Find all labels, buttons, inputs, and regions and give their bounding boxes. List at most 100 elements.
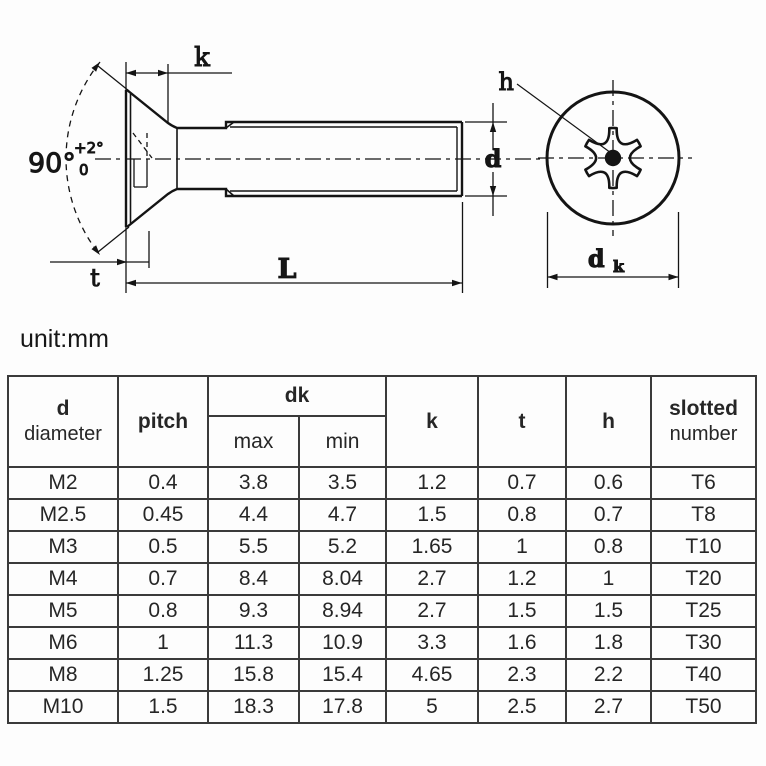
row-label: M2.5 — [7, 498, 119, 532]
table-cell: 1 — [565, 562, 653, 596]
table-cell: 1.5 — [117, 690, 209, 724]
table-cell: 3.3 — [385, 626, 480, 660]
screw-shank — [230, 122, 464, 196]
row-label: M6 — [7, 626, 119, 660]
dim-L — [126, 202, 464, 293]
table-cell: 1 — [117, 626, 209, 660]
table-cell: 2.3 — [477, 658, 568, 692]
table-cell: 9.3 — [207, 594, 300, 628]
header-k: k — [385, 375, 480, 468]
table-cell: 2.7 — [385, 562, 480, 596]
table-cell: 15.4 — [297, 658, 388, 692]
dimension-table: d diameter pitch dk k t h slotted number… — [7, 375, 758, 724]
table-cell: 8.94 — [297, 594, 388, 628]
table-cell: T40 — [650, 658, 758, 692]
unit-label: unit:mm — [20, 325, 109, 353]
table-row: M6 1 11.3 10.9 3.3 1.6 1.8 T30 — [7, 626, 758, 660]
table-cell: 4.65 — [385, 658, 480, 692]
table-cell: T30 — [650, 626, 758, 660]
label-dk-main: d — [588, 244, 605, 273]
crosshair — [538, 80, 692, 236]
angle-annotation — [65, 61, 130, 256]
header-row-2: max min — [8, 415, 756, 468]
table-cell: 2.7 — [565, 690, 653, 724]
table-cell: 0.7 — [565, 498, 653, 532]
dim-k — [125, 62, 232, 123]
table-cell: 5.5 — [207, 530, 300, 564]
dim-dk — [546, 212, 680, 288]
header-d-line1: d — [56, 396, 70, 420]
header-row-1: d diameter pitch dk k t h slotted number — [7, 375, 758, 468]
table-cell: T20 — [650, 562, 758, 596]
header-dk: dk — [206, 375, 388, 417]
table-cell: T6 — [650, 466, 758, 500]
row-label: M5 — [7, 594, 119, 628]
table-cell: 8.04 — [297, 562, 388, 596]
table-cell: 5.2 — [297, 530, 388, 564]
table-cell: 3.5 — [297, 466, 388, 500]
table-cell: 0.7 — [477, 466, 568, 500]
table-cell: 10.9 — [297, 626, 388, 660]
table-cell: 2.7 — [385, 594, 480, 628]
row-label: M3 — [7, 530, 119, 564]
table-cell: 18.3 — [207, 690, 300, 724]
label-dk: d k — [588, 244, 625, 276]
row-label: M4 — [7, 562, 119, 596]
technical-drawing: k d t — [28, 43, 692, 293]
header-dk-max: max — [207, 415, 300, 468]
screw-head-outline — [124, 89, 462, 228]
top-view: h d k — [498, 68, 692, 288]
table-cell: T50 — [650, 690, 758, 724]
table-cell: 0.6 — [565, 466, 653, 500]
table-cell: 1.65 — [385, 530, 480, 564]
table-cell: 1.5 — [385, 498, 480, 532]
table-cell: 3.8 — [207, 466, 300, 500]
label-h: h — [499, 68, 514, 96]
header-d-diameter: d diameter — [7, 375, 119, 468]
table-cell: 1.8 — [565, 626, 653, 660]
label-angle-tolerance-plus: +2° — [74, 139, 104, 157]
row-label: M10 — [7, 690, 119, 724]
table-cell: 1.5 — [565, 594, 653, 628]
table-row: M3 0.5 5.5 5.2 1.65 1 0.8 T10 — [7, 530, 758, 564]
table-cell: 1 — [477, 530, 568, 564]
h-leader-line — [516, 83, 612, 154]
table-cell: 11.3 — [207, 626, 300, 660]
table-cell: 5 — [385, 690, 480, 724]
table-cell: 0.7 — [117, 562, 209, 596]
header-slotted-line1: slotted — [669, 396, 738, 420]
table-cell: 0.4 — [117, 466, 209, 500]
side-view: k d t — [28, 43, 540, 293]
label-k: k — [194, 43, 210, 73]
table-row: M4 0.7 8.4 8.04 2.7 1.2 1 T20 — [7, 562, 758, 596]
table-cell: 0.8 — [117, 594, 209, 628]
row-label: M2 — [7, 466, 119, 500]
table-cell: 1.5 — [477, 594, 568, 628]
table-cell: 17.8 — [297, 690, 388, 724]
label-L: L — [278, 254, 297, 285]
table-row: M8 1.25 15.8 15.4 4.65 2.3 2.2 T40 — [7, 658, 758, 692]
header-slotted-number: slotted number — [650, 375, 758, 468]
table-cell: 1.2 — [385, 466, 480, 500]
table-cell: 1.25 — [117, 658, 209, 692]
dim-d — [465, 103, 507, 216]
table-cell: 0.45 — [117, 498, 209, 532]
table-cell: 15.8 — [207, 658, 300, 692]
table-cell: T25 — [650, 594, 758, 628]
label-t: t — [90, 264, 100, 292]
table-row: M2.5 0.45 4.4 4.7 1.5 0.8 0.7 T8 — [7, 498, 758, 532]
table-cell: 1.6 — [477, 626, 568, 660]
table-cell: 4.4 — [207, 498, 300, 532]
table-cell: 0.5 — [117, 530, 209, 564]
table-cell: T8 — [650, 498, 758, 532]
table-cell: 4.7 — [297, 498, 388, 532]
label-d: d — [485, 144, 502, 173]
table-row: M5 0.8 9.3 8.94 2.7 1.5 1.5 T25 — [7, 594, 758, 628]
header-t: t — [477, 375, 568, 468]
label-dk-sub: k — [613, 257, 625, 276]
table-cell: 0.8 — [477, 498, 568, 532]
table-cell: T10 — [650, 530, 758, 564]
header-pitch: pitch — [117, 375, 209, 468]
table-row: M10 1.5 18.3 17.8 5 2.5 2.7 T50 — [7, 690, 758, 724]
